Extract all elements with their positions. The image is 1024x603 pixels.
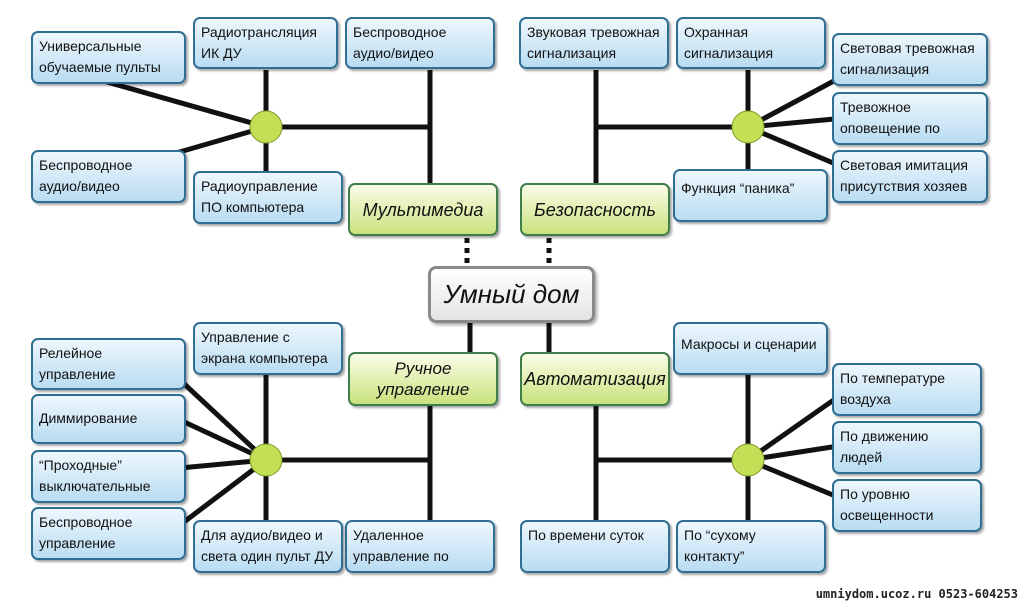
watermark: umniydom.ucoz.ru 0523-604253 [815,587,1018,601]
node-screen-control: Управление с экрана компьютера [193,322,343,375]
node-time: По времени суток [520,520,670,573]
hub-automation [731,443,765,477]
node-surveillance: Беспроводное аудио/видео наблюдение [31,150,186,203]
node-guard-alarm: Охранная сигнализация [676,17,826,69]
hub-multimedia [249,110,283,144]
category-multimedia: Мультимедиа [348,183,498,236]
node-presence-imitation: Световая имитация присутствия хозяев [832,150,988,203]
node-wireless-electric: Беспроводное управление электрикой [31,507,186,560]
node-one-remote: Для аудио/видео и света один пульт ДУ [193,520,343,573]
node-panic: Функция “паника” [673,169,828,222]
node-relay: Релейное управление [31,338,186,390]
category-manual: Ручное управление [348,352,498,406]
node-dry-contact: По “сухому контакту” [676,520,826,573]
hub-manual [249,443,283,477]
node-motion: По движению людей [832,421,982,474]
center-title: Умный дом [428,266,595,323]
node-light-alarm: Световая тревожная сигнализация [832,33,988,86]
node-radio: Радиотрансляция ИК ДУ [193,17,338,69]
node-phone-remote: Удаленное управление по телефону [345,520,495,573]
node-temperature: По температуре воздуха [832,363,982,416]
hub-security [731,110,765,144]
node-dimming: Диммирование [31,394,186,444]
category-automation: Автоматизация [520,352,670,406]
node-phone-alert: Тревожное оповещение по телефону [832,92,988,145]
node-pass-through: “Проходные” выключательные схемы [31,450,186,503]
node-pc-radio: Радиоуправление ПО компьютера [193,171,343,224]
node-remotes: Универсальные обучаемые пульты ИК ДУ [31,31,186,84]
node-light-level: По уровню освещенности [832,479,982,532]
node-wireless-av: Беспроводное аудио/видео [345,17,495,69]
category-security: Безопасность [520,183,670,236]
node-macros: Макросы и сценарии [673,322,828,375]
node-sound-alarm: Звуковая тревожная сигнализация [519,17,669,69]
